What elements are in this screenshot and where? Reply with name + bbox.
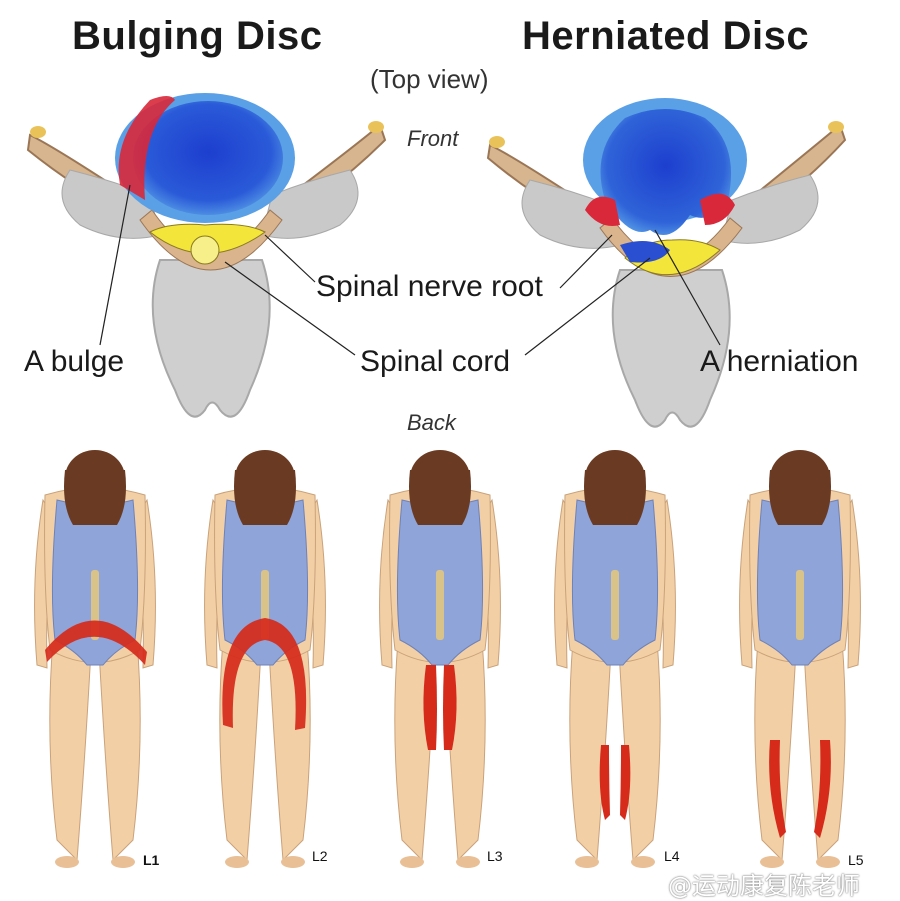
- figure-3-hair-back: [409, 470, 471, 525]
- level-label-l5: L5: [848, 852, 864, 868]
- figure-5-left-foot: [760, 856, 784, 868]
- figure-4-spine: [611, 570, 619, 640]
- figure-5-hair-back: [769, 470, 831, 525]
- figure-5-right-foot: [816, 856, 840, 868]
- figure-1-right-leg: [98, 639, 141, 862]
- level-label-l4: L4: [664, 848, 680, 864]
- leader-lines: [99, 184, 721, 356]
- figure-3-left-foot: [400, 856, 424, 868]
- spinal-cord-label: Spinal cord: [360, 345, 511, 378]
- figure-4-right-foot: [631, 856, 655, 868]
- pain-zone-l5-left: [769, 740, 786, 838]
- back-label: Back: [407, 410, 456, 435]
- figure-2-left-foot: [225, 856, 249, 868]
- pain-zone-l3-left: [423, 665, 437, 750]
- figure-3-right-foot: [456, 856, 480, 868]
- pain-zone-l4-left: [599, 745, 610, 820]
- pain-zone-l2: [222, 618, 307, 730]
- figure-4-left-foot: [575, 856, 599, 868]
- watermark: @运动康复陈老师: [668, 872, 860, 900]
- view-caption: (Top view): [370, 64, 489, 94]
- level-label-l3: L3: [487, 848, 503, 864]
- figure-3-spine: [436, 570, 444, 640]
- figure-2-hair-back: [234, 470, 296, 525]
- pain-zone-l1: [45, 620, 147, 665]
- spinal-nerve-root-label: Spinal nerve root: [316, 270, 543, 303]
- herniated-disc-title: Herniated Disc: [522, 14, 810, 58]
- figure-1-left-foot: [55, 856, 79, 868]
- figure-2-right-foot: [281, 856, 305, 868]
- figure-1-hair-back: [64, 470, 126, 525]
- vertebrae-illustrations: [26, 93, 847, 428]
- bulge-label: A bulge: [24, 345, 125, 378]
- figure-1-right-foot: [111, 856, 135, 868]
- front-label: Front: [407, 126, 459, 151]
- pain-zone-l4-right: [620, 745, 631, 820]
- pain-zone-l5-right: [814, 740, 831, 838]
- bulging-disc-vertebra: [26, 93, 387, 418]
- level-label-l1: L1: [143, 852, 160, 868]
- figure-4-hair-back: [584, 470, 646, 525]
- bulging-disc-title: Bulging Disc: [72, 14, 323, 58]
- figure-5-spine: [796, 570, 804, 640]
- pain-zone-l3-right: [443, 665, 457, 750]
- figure-1-left-leg: [49, 639, 92, 862]
- herniation-label: A herniation: [700, 345, 859, 378]
- herniated-disc-vertebra: [486, 98, 847, 428]
- level-label-l2: L2: [312, 848, 328, 864]
